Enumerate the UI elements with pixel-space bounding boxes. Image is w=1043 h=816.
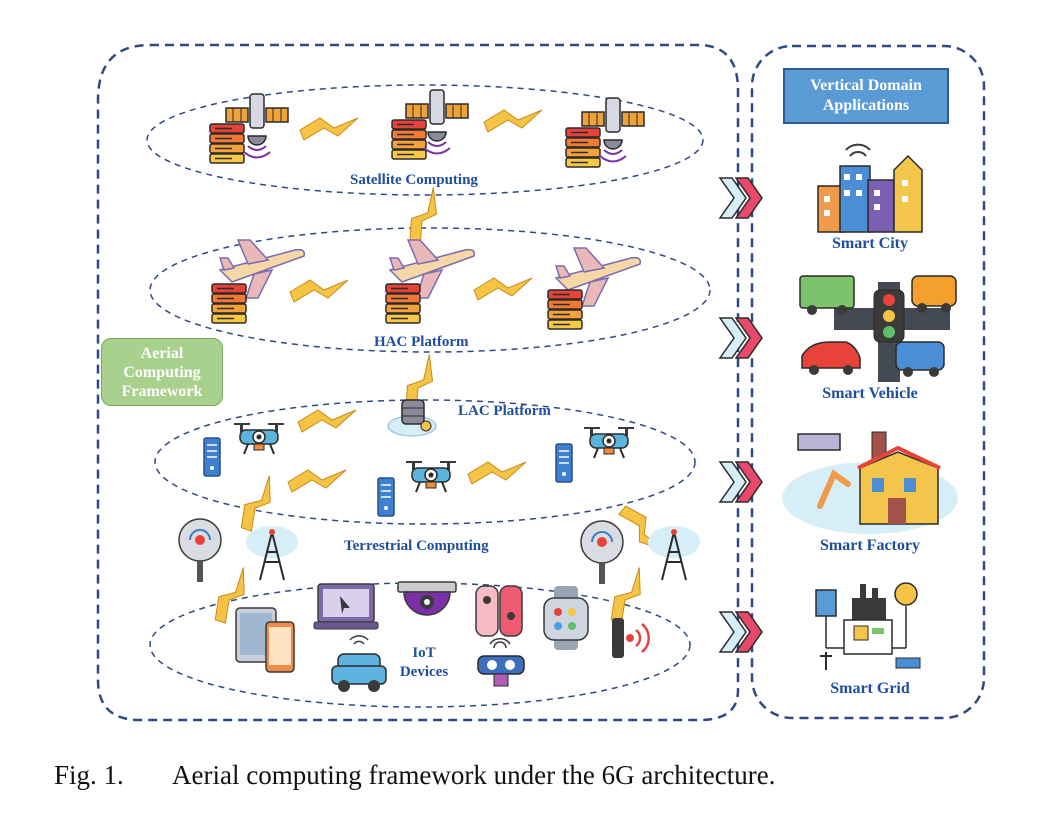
server-stack-icon bbox=[391, 119, 427, 160]
iot-label-line2: Devices bbox=[399, 664, 449, 680]
aerial-computing-framework-box: Aerial Computing Framework bbox=[101, 338, 223, 406]
vertical-domain-line1: Vertical Domain bbox=[810, 77, 922, 94]
server-stack-icon bbox=[565, 127, 601, 168]
chevron-right-icon bbox=[719, 317, 763, 359]
laptop-icon bbox=[313, 583, 379, 630]
smart-city-label: Smart City bbox=[832, 235, 908, 252]
tower-server-icon bbox=[555, 443, 573, 483]
chevron-right-icon bbox=[719, 611, 763, 653]
lac-layer bbox=[154, 399, 696, 525]
smartwatch-icon bbox=[543, 586, 589, 650]
smart-vehicle-label: Smart Vehicle bbox=[822, 385, 918, 402]
cell-tower-icon bbox=[246, 526, 298, 581]
vertical-domain-line2: Applications bbox=[822, 97, 910, 114]
chevron-right-icon bbox=[719, 177, 763, 219]
smart-speaker-icon bbox=[477, 637, 525, 687]
smart-factory-icon bbox=[782, 431, 958, 534]
smart-city-icon bbox=[817, 143, 923, 233]
applications-boundary bbox=[750, 44, 986, 720]
chevron-right-icon bbox=[719, 461, 763, 503]
game-console-icon bbox=[475, 585, 523, 637]
figure-caption: Fig. 1. Aerial computing framework under … bbox=[54, 760, 776, 791]
framework-line1: Aerial bbox=[140, 344, 184, 362]
caption-number: Fig. 1. bbox=[54, 760, 124, 790]
server-stack-icon bbox=[209, 123, 245, 164]
cell-tower-icon bbox=[648, 526, 700, 581]
caption-text: Aerial computing framework under the 6G … bbox=[172, 760, 776, 790]
lightning-icon bbox=[289, 279, 349, 303]
security-camera-icon bbox=[397, 581, 457, 616]
lightning-icon bbox=[399, 186, 452, 249]
server-stack-icon bbox=[547, 289, 583, 330]
tower-server-icon bbox=[377, 477, 395, 517]
drone-icon bbox=[233, 423, 285, 455]
smart-vehicle-icon bbox=[799, 275, 957, 382]
framework-line2: Computing bbox=[123, 363, 201, 381]
framework-boundary bbox=[96, 43, 740, 722]
drone-icon bbox=[583, 427, 635, 459]
terrestrial-computing-label: Terrestrial Computing bbox=[344, 538, 489, 554]
lightning-icon bbox=[473, 277, 533, 301]
tablet-phone-icon bbox=[235, 607, 295, 673]
satellite-computing-label: Satellite Computing bbox=[350, 172, 478, 188]
lightning-icon bbox=[299, 117, 359, 141]
base-station-icon bbox=[580, 520, 624, 584]
lac-platform-label: LAC Platform bbox=[458, 403, 551, 419]
lightning-icon bbox=[287, 469, 347, 493]
hac-layer bbox=[149, 227, 711, 353]
smart-grid-icon bbox=[815, 582, 921, 670]
lightning-icon bbox=[483, 109, 543, 133]
drone-icon bbox=[405, 461, 457, 493]
vertical-domain-applications-box: Vertical Domain Applications bbox=[783, 68, 949, 124]
satellite-layer bbox=[146, 84, 704, 196]
tower-server-icon bbox=[203, 437, 221, 477]
base-station-icon bbox=[178, 518, 222, 582]
connected-car-icon bbox=[331, 635, 387, 692]
iot-label-line1: IoT bbox=[412, 645, 436, 661]
server-stack-icon bbox=[385, 283, 421, 324]
sensor-icon bbox=[612, 618, 650, 658]
lightning-icon bbox=[231, 475, 287, 535]
lightning-icon bbox=[297, 409, 357, 433]
smart-factory-label: Smart Factory bbox=[820, 537, 920, 554]
iot-devices-label: IoT Devices bbox=[394, 644, 454, 682]
framework-line3: Framework bbox=[121, 382, 203, 400]
hac-platform-label: HAC Platform bbox=[374, 334, 469, 350]
database-cloud-icon bbox=[387, 399, 437, 437]
lightning-icon bbox=[601, 567, 657, 627]
smart-grid-label: Smart Grid bbox=[830, 680, 910, 697]
server-stack-icon bbox=[211, 283, 247, 324]
lightning-icon bbox=[467, 461, 527, 485]
